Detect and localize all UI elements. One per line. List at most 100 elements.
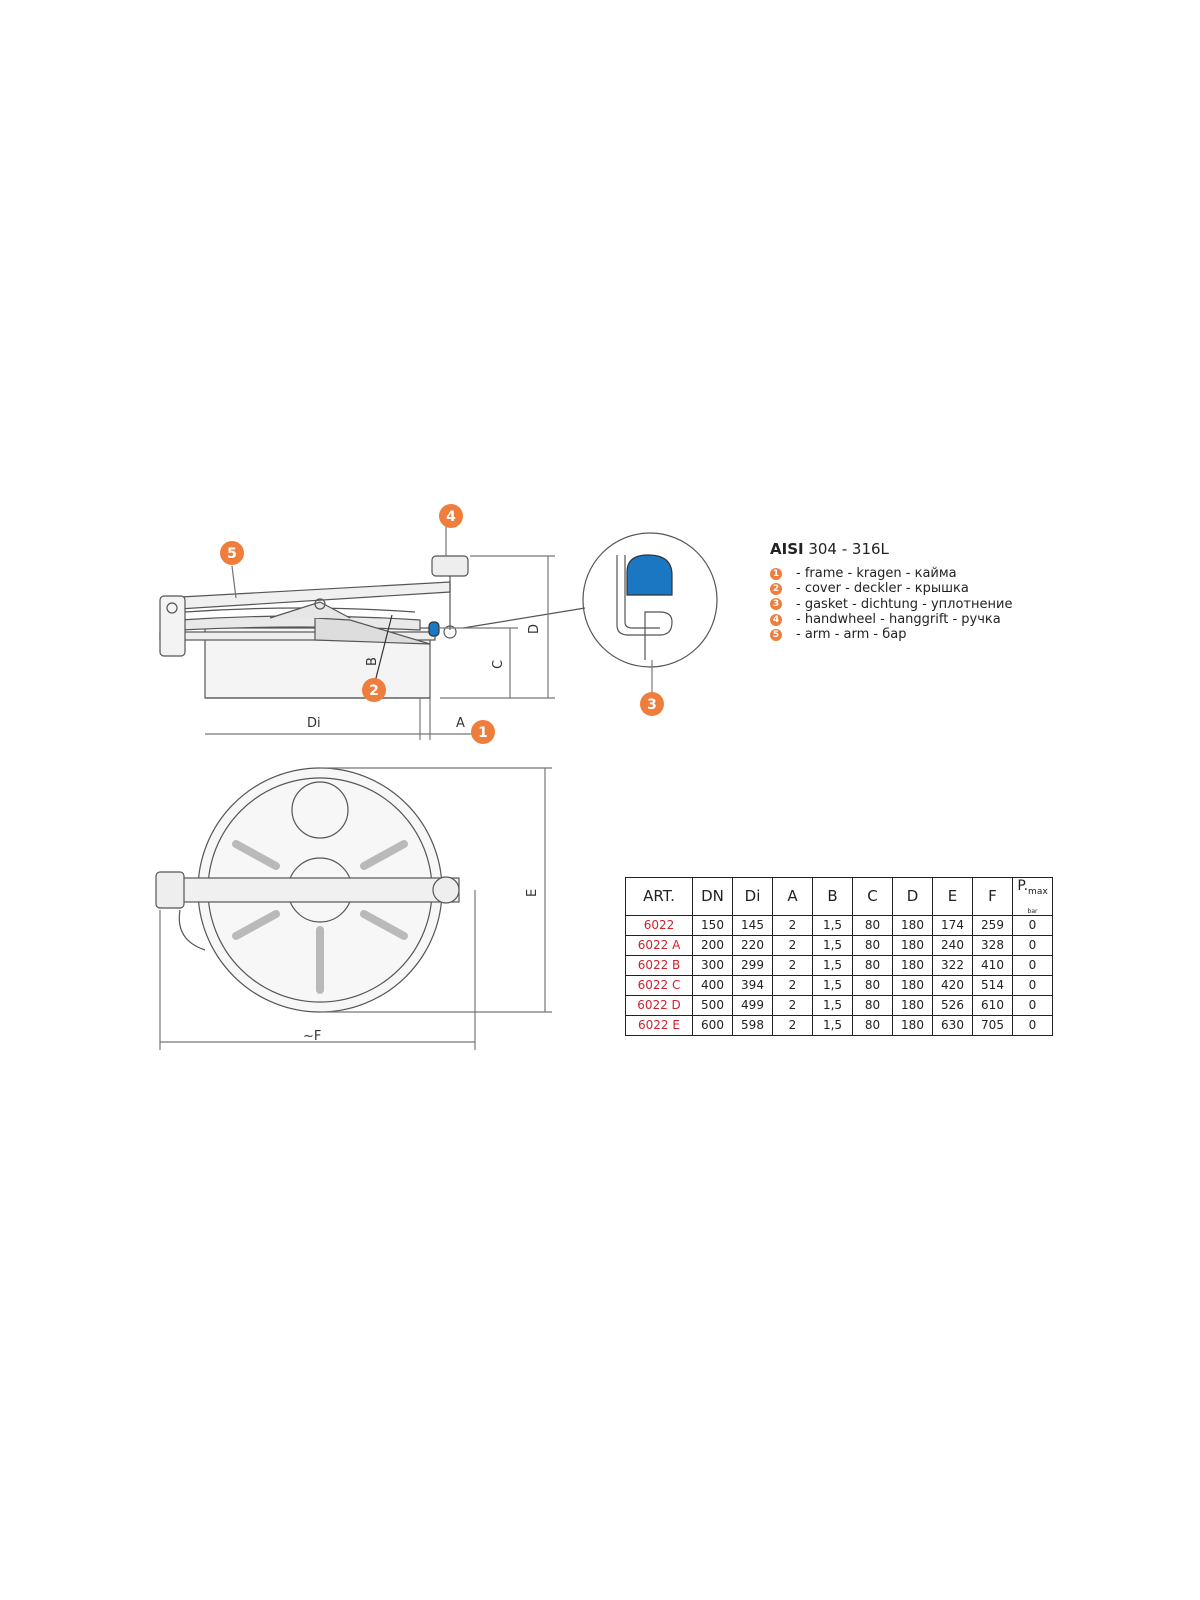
callout-5: 5 (220, 541, 244, 565)
dim-label-e: E (525, 889, 540, 897)
cell-e: 174 (932, 914, 973, 936)
cell-c: 80 (852, 1014, 893, 1036)
cell-c: 80 (852, 954, 893, 976)
legend-number-icon: 4 (770, 613, 782, 626)
cell-pmax: 0 (1012, 994, 1053, 1016)
col-header-di: Di (732, 877, 773, 916)
cell-di: 220 (732, 934, 773, 956)
dim-label-d: D (527, 624, 542, 634)
cell-art: 6022 D (625, 994, 693, 1016)
legend-number-icon: 5 (770, 628, 782, 641)
cell-f: 514 (972, 974, 1013, 996)
callout-2: 2 (362, 678, 386, 702)
cell-dn: 400 (692, 974, 733, 996)
legend: AISI 304 - 316L 1 - frame - kragen - кай… (770, 540, 1170, 642)
dim-label-f: ~F (303, 1029, 321, 1044)
cell-art: 6022 C (625, 974, 693, 996)
cell-a: 2 (772, 954, 813, 976)
col-header-art: ART. (625, 877, 693, 916)
cell-f: 328 (972, 934, 1013, 956)
col-header-b: B (812, 877, 853, 916)
col-header-dn: DN (692, 877, 733, 916)
cell-a: 2 (772, 1014, 813, 1036)
legend-number-icon: 1 (770, 567, 782, 580)
cell-art: 6022 B (625, 954, 693, 976)
cell-di: 145 (732, 914, 773, 936)
cell-pmax: 0 (1012, 1014, 1053, 1036)
cell-d: 180 (892, 974, 933, 996)
cell-a: 2 (772, 994, 813, 1016)
cell-b: 1,5 (812, 934, 853, 956)
cell-dn: 600 (692, 1014, 733, 1036)
cell-e: 630 (932, 1014, 973, 1036)
cell-art: 6022 A (625, 934, 693, 956)
svg-text:5: 5 (227, 546, 237, 562)
cell-f: 610 (972, 994, 1013, 1016)
cell-b: 1,5 (812, 974, 853, 996)
cell-art: 6022 E (625, 1014, 693, 1036)
legend-item-handwheel: 4 - handwheel - hanggrift - ручка (770, 612, 1170, 627)
cell-di: 598 (732, 1014, 773, 1036)
legend-item-cover: 2 - cover - deckler - крышка (770, 581, 1170, 596)
svg-text:3: 3 (647, 697, 657, 713)
cell-e: 420 (932, 974, 973, 996)
cell-pmax: 0 (1012, 954, 1053, 976)
svg-text:4: 4 (446, 509, 456, 525)
cell-b: 1,5 (812, 914, 853, 936)
col-header-f: F (972, 877, 1013, 916)
col-header-c: C (852, 877, 893, 916)
legend-number-icon: 3 (770, 598, 782, 611)
cell-a: 2 (772, 974, 813, 996)
col-header-e: E (932, 877, 973, 916)
cell-a: 2 (772, 934, 813, 956)
cell-dn: 200 (692, 934, 733, 956)
callout-3: 3 (640, 692, 664, 716)
cell-c: 80 (852, 914, 893, 936)
dim-label-c: C (491, 660, 506, 669)
cell-d: 180 (892, 954, 933, 976)
cell-e: 240 (932, 934, 973, 956)
cell-b: 1,5 (812, 994, 853, 1016)
legend-number-icon: 2 (770, 582, 782, 595)
dim-label-b: B (365, 657, 380, 666)
cell-a: 2 (772, 914, 813, 936)
cell-c: 80 (852, 974, 893, 996)
cell-b: 1,5 (812, 1014, 853, 1036)
cell-dn: 300 (692, 954, 733, 976)
col-header-a: A (772, 877, 813, 916)
cell-f: 410 (972, 954, 1013, 976)
dim-label-di: Di (307, 716, 321, 731)
cell-d: 180 (892, 994, 933, 1016)
callout-1: 1 (471, 720, 495, 744)
cell-d: 180 (892, 934, 933, 956)
legend-item-arm: 5 - arm - arm - бар (770, 627, 1170, 642)
cell-e: 322 (932, 954, 973, 976)
cell-d: 180 (892, 914, 933, 936)
cell-di: 299 (732, 954, 773, 976)
cell-dn: 500 (692, 994, 733, 1016)
cell-e: 526 (932, 994, 973, 1016)
cell-di: 499 (732, 994, 773, 1016)
cell-pmax: 0 (1012, 934, 1053, 956)
cell-dn: 150 (692, 914, 733, 936)
cell-d: 180 (892, 1014, 933, 1036)
col-header-d: D (892, 877, 933, 916)
dim-label-a: A (456, 716, 465, 731)
cell-pmax: 0 (1012, 914, 1053, 936)
legend-item-frame: 1 - frame - kragen - кайма (770, 566, 1170, 581)
svg-text:2: 2 (369, 683, 379, 699)
cell-pmax: 0 (1012, 974, 1053, 996)
cell-f: 259 (972, 914, 1013, 936)
material-title: AISI 304 - 316L (770, 540, 889, 558)
cell-b: 1,5 (812, 954, 853, 976)
